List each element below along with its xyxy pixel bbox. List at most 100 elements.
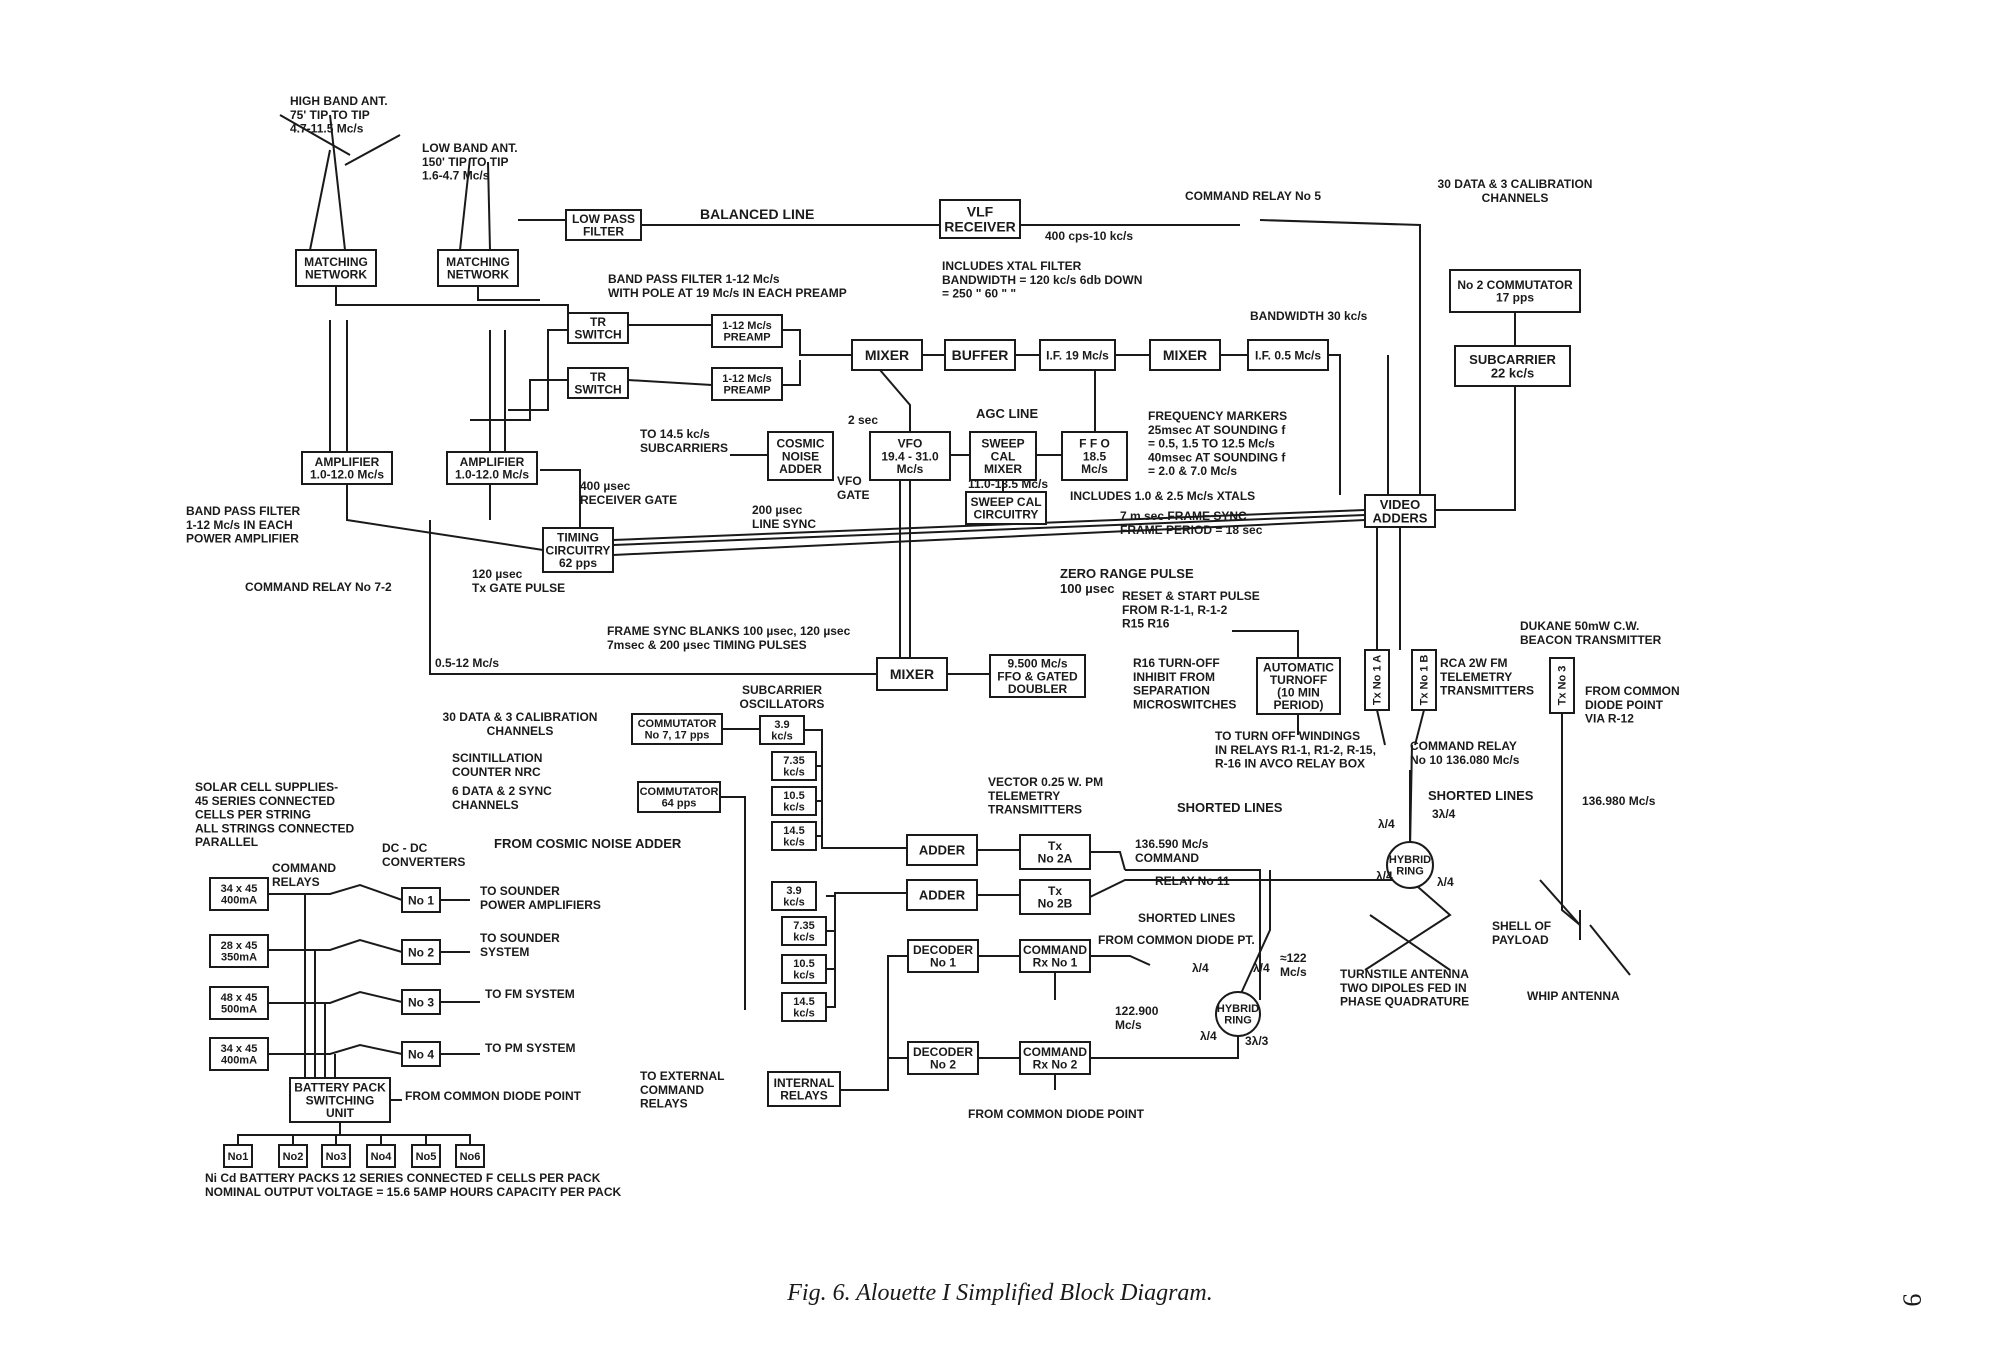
wire-30 [346, 484, 544, 551]
wire-4 [279, 114, 351, 156]
osc-10-5-a-block: 10.5kc/s [771, 786, 817, 816]
pack-no4-label-0: No4 [371, 1151, 393, 1163]
hybrid-ring-2-outline [1215, 991, 1261, 1037]
hybrid-ring-1-outline [1386, 841, 1434, 889]
wire-43 [540, 469, 581, 528]
rca-telemetry-line-1: TELEMETRY [1440, 670, 1512, 684]
command-rx-no2-label-1: Rx No 2 [1033, 1058, 1078, 1072]
subcarrier-22-label-0: SUBCARRIER [1469, 352, 1556, 367]
wire-32 [879, 369, 911, 432]
freq-136980-line-0: 136.980 Mc/s [1582, 794, 1656, 808]
tx-no2b-outline [1019, 879, 1091, 915]
wire-72 [840, 955, 908, 1091]
tr-switch-1-outline [567, 312, 629, 344]
internal-relays-outline [767, 1071, 841, 1107]
sweep-range-label: 11.0-13.5 Mc/s [968, 477, 1048, 491]
decoder-no2-outline [907, 1041, 979, 1075]
pack-no5-block: No5 [411, 1144, 441, 1168]
nicd-line-0: Ni Cd BATTERY PACKS 12 SERIES CONNECTED … [205, 1171, 601, 1185]
command-relays-line-0: COMMAND [272, 861, 336, 875]
command-relay-7-2-line-0: COMMAND RELAY No 7-2 [245, 580, 392, 594]
vector-telemetry-line-2: TRANSMITTERS [988, 803, 1082, 817]
to-pm-label: TO PM SYSTEM [485, 1041, 575, 1055]
includes-xtals-label: INCLUDES 1.0 & 2.5 Mc/s XTALS [1070, 489, 1255, 503]
dcdc-converters-line-0: DC - DC [382, 841, 428, 855]
frame-blanks-line-0: FRAME SYNC BLANKS 100 µsec, 120 µsec [607, 624, 851, 638]
wire-83 [268, 990, 403, 1004]
sweep-cal-mixer-label-0: SWEEP [981, 437, 1024, 451]
pack-no5-label-0: No5 [416, 1151, 437, 1163]
preamp-2-outline [711, 367, 783, 401]
matching-network-1-label-0: MATCHING [304, 255, 368, 269]
command-relays-line-1: RELAYS [272, 875, 320, 889]
rca-telemetry-line-0: RCA 2W FM [1440, 656, 1508, 670]
wire-1 [309, 149, 331, 251]
tx-no3-outline [1549, 657, 1575, 714]
osc-7-35-a-outline [771, 751, 817, 781]
lambda-label-0: λ/4 [1378, 817, 1395, 831]
vfo-outline [869, 431, 951, 481]
amplifier-2-label-0: AMPLIFIER [460, 455, 525, 469]
from-diode-r12-line-0: FROM COMMON [1585, 684, 1680, 698]
from-diode-r12-line-1: DIODE POINT [1585, 698, 1664, 712]
from-diode-r12-line-2: VIA R-12 [1585, 712, 1634, 726]
command-relay-5-line-0: COMMAND RELAY No 5 [1185, 189, 1321, 203]
osc-3-9-b-outline [771, 881, 817, 911]
video-adders-label-1: ADDERS [1373, 511, 1428, 526]
from-cosmic-label: FROM COSMIC NOISE ADDER [494, 836, 682, 851]
timing-circuitry-label-2: 62 pps [559, 556, 597, 570]
dcdc-no1-label-0: No 1 [408, 893, 434, 907]
cosmic-noise-adder-label-1: NOISE [782, 449, 819, 463]
shell-payload-line-0: SHELL OF [1492, 919, 1551, 933]
solar-34x45-b-label-0: 34 x 45 [221, 1043, 258, 1055]
osc-7-35-a-label-1: kc/s [783, 767, 804, 779]
reset-start-line-0: RESET & START PULSE [1122, 589, 1260, 603]
ffo-doubler-outline [989, 654, 1086, 698]
tx-no1a-label-0: Tx No 1 A [1372, 655, 1384, 705]
tx-no2a-label-1: No 2A [1038, 852, 1073, 866]
mixer-2-block: MIXER [1149, 339, 1221, 371]
agc-line-line-0: AGC LINE [976, 406, 1038, 421]
agc-line-label: AGC LINE [976, 406, 1038, 421]
buffer-outline [944, 339, 1016, 371]
osc-14-5-a-block: 14.5kc/s [771, 821, 817, 851]
to-external-line-1: COMMAND [640, 1083, 704, 1097]
to-sounder-sys-line-1: SYSTEM [480, 945, 529, 959]
no2-commutator-label-0: No 2 COMMUTATOR [1457, 278, 1573, 292]
if-19-outline [1039, 339, 1116, 371]
solar-supplies-line-4: PARALLEL [195, 835, 258, 849]
osc-14-5-b-label-1: kc/s [793, 1008, 814, 1020]
solar-48x45-outline [209, 986, 269, 1020]
turnstile-line-0: TURNSTILE ANTENNA [1340, 967, 1469, 981]
hybrid-ring-2-label-0: HYBRID [1217, 1003, 1259, 1015]
preamp-1-outline [711, 314, 783, 348]
sweep-cal-mixer-label-1: CAL [991, 449, 1016, 463]
hybrid-ring-1-label-0: HYBRID [1389, 854, 1431, 866]
buffer-label-0: BUFFER [952, 347, 1009, 363]
video-adders-label-0: VIDEO [1380, 497, 1420, 512]
osc-10-5-b-label-1: kc/s [793, 970, 814, 982]
wire-40 [612, 514, 1366, 546]
internal-relays-label-0: INTERNAL [774, 1076, 835, 1090]
from-cosmic-line-0: FROM COSMIC NOISE ADDER [494, 836, 682, 851]
mixer-3-block: MIXER [876, 657, 948, 691]
wire-76 [1364, 879, 1452, 971]
pack-no1-outline [223, 1144, 253, 1168]
decoder-no1-outline [907, 939, 979, 973]
no2-commutator-label-1: 17 pps [1496, 291, 1534, 305]
sweep-cal-circuitry-outline [965, 491, 1047, 525]
nicd-line-1: NOMINAL OUTPUT VOLTAGE = 15.6 5AMP HOURS… [205, 1185, 622, 1199]
hybrid-ring-2-label-1: RING [1224, 1015, 1252, 1027]
